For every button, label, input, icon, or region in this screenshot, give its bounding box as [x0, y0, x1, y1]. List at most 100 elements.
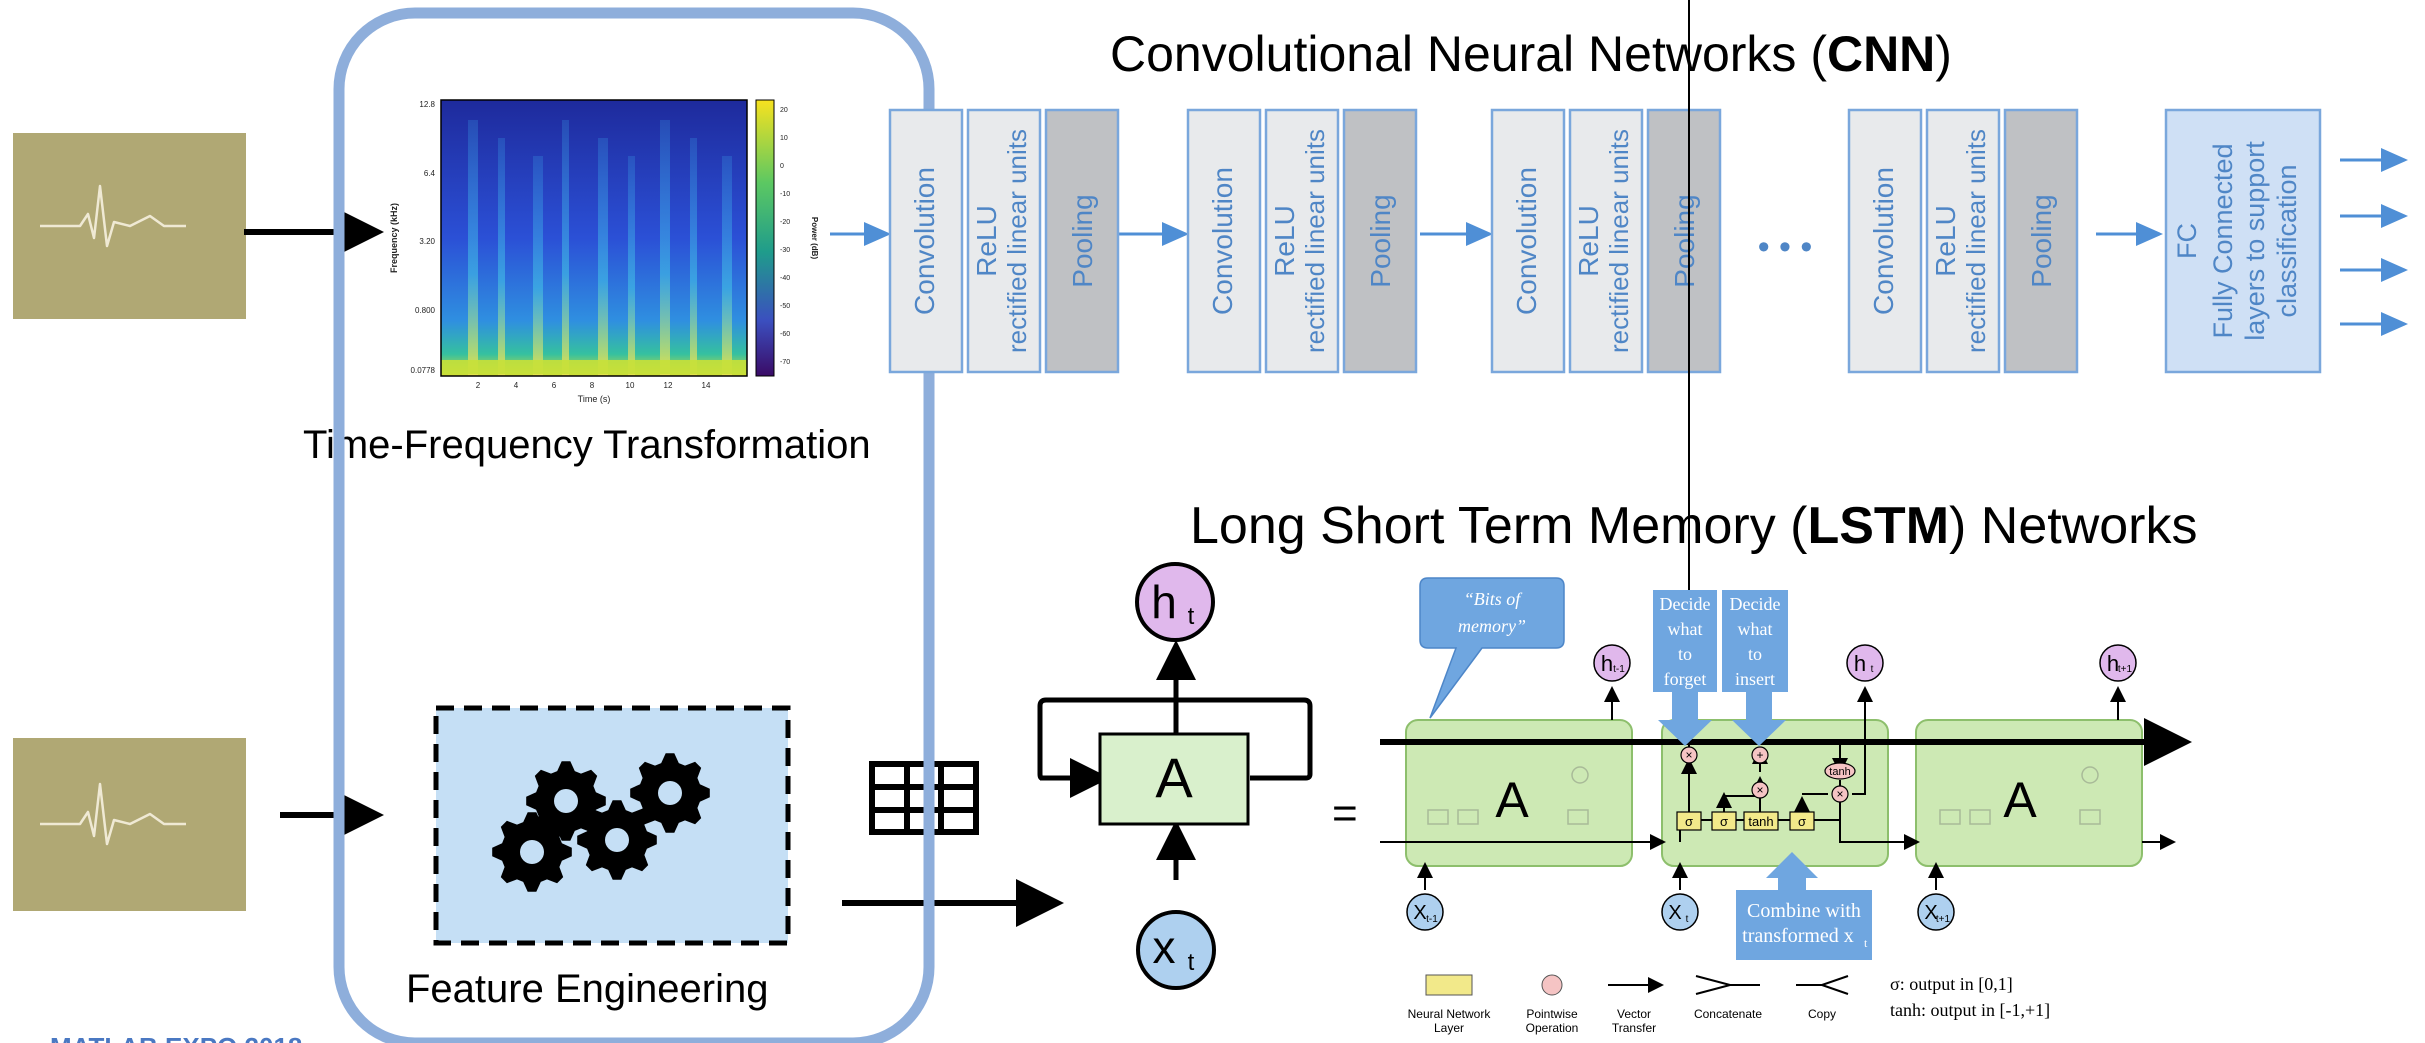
cnn-pooling-label: Pooling: [1067, 194, 1098, 287]
svg-text:to: to: [1678, 644, 1692, 664]
time-frequency-label: Time-Frequency Transformation: [303, 423, 871, 467]
legend-item-label: Copy: [1808, 1007, 1836, 1021]
cnn-conv-layer: [1847, 108, 1923, 374]
footer-fragment: MATLAB EXPO 2018: [50, 1032, 302, 1043]
svg-text:t: t: [1188, 603, 1195, 630]
svg-text:x: x: [1153, 921, 1176, 973]
spectrogram-xtick: 14: [702, 381, 711, 390]
spectrogram-ytick: 0.0778: [411, 366, 436, 375]
spectrogram-xtick: 4: [514, 381, 519, 390]
colorbar-tick: 10: [780, 135, 788, 142]
cnn-relu-layer: [1568, 108, 1644, 374]
cnn-relu-sublabel: rectified linear units: [1300, 129, 1330, 353]
svg-text:h: h: [2107, 651, 2119, 676]
cnn-fc-layer: [2164, 108, 2322, 374]
tanh-op-label: tanh: [1829, 766, 1850, 778]
legend-item-label: Pointwise: [1526, 1007, 1578, 1021]
pointwise-op-label: ×: [1836, 787, 1843, 801]
cnn-pooling-layer: [1646, 108, 1722, 374]
gear-hole: [554, 789, 578, 813]
cnn-relu-sublabel: rectified linear units: [1604, 129, 1634, 353]
spectrogram-ytick: 6.4: [424, 169, 436, 178]
spectrogram-xtick: 12: [664, 381, 673, 390]
svg-text:X: X: [1668, 902, 1681, 924]
cnn-conv-layer: [1186, 108, 1262, 374]
cnn-pooling-label: Pooling: [1365, 194, 1396, 287]
lstm-cell-prev-label: A: [1495, 772, 1529, 828]
svg-text:memory”: memory”: [1458, 616, 1526, 636]
lstm-gate-box: [1676, 811, 1702, 831]
colorbar-tick: -40: [780, 275, 790, 282]
cnn-fc-label: Fully Connected: [2208, 143, 2238, 338]
cnn-fc-label: FC: [2172, 223, 2202, 259]
spectrogram-burst: [660, 120, 670, 376]
svg-text:Combine with: Combine with: [1747, 900, 1861, 922]
lstm-gate-box: [1743, 811, 1779, 831]
lstm-gate-box: [1711, 811, 1737, 831]
colorbar-tick: -50: [780, 303, 790, 310]
legend-item-label: Layer: [1434, 1021, 1464, 1035]
cnn-relu-layer: [966, 108, 1042, 374]
lstm-unrolled-chain: A A: [1380, 0, 2192, 890]
callout-decide-forget: Decide what to forget: [1653, 590, 1717, 746]
lstm-title: Long Short Term Memory (LSTM) Networks: [1190, 497, 2198, 555]
feature-engineering-label: Feature Engineering: [406, 967, 768, 1011]
gears-icon: [492, 753, 710, 892]
highlight-frame: [333, 7, 935, 1043]
svg-text:what: what: [1738, 619, 1773, 639]
cnn-title: Convolutional Neural Networks (CNN): [1110, 26, 1952, 82]
x-main-node: x t: [1136, 910, 1216, 990]
lstm-gate-label: σ: [1798, 814, 1806, 829]
cnn-conv-label: Convolution: [909, 167, 940, 315]
cnn-relu-layer: [1925, 108, 2001, 374]
legend-item-label: Concatenate: [1694, 1007, 1762, 1021]
cnn-conv-layer: [888, 108, 964, 374]
legend-item-label: Operation: [1526, 1021, 1579, 1035]
colorbar-tick: -10: [780, 191, 790, 198]
h-next-node: ht+1: [2099, 644, 2137, 682]
cnn-relu-sublabel: rectified linear units: [1002, 129, 1032, 353]
colorbar-tick: -30: [780, 247, 790, 254]
pointwise-op-label: ×: [1756, 783, 1763, 797]
svg-text:to: to: [1748, 644, 1762, 664]
lstm-legend: Neural NetworkLayerPointwiseOperationVec…: [1408, 974, 2050, 1035]
spectrogram-burst: [498, 138, 505, 376]
cnn-relu-label: ReLU: [1269, 205, 1300, 277]
lstm-cell-prev: [1405, 719, 1633, 867]
lstm-cell-next-label: A: [2003, 772, 2037, 828]
cnn-pooling-layer: [1342, 108, 1418, 374]
spectrogram-burst: [562, 120, 569, 376]
pointwise-op: [1751, 746, 1769, 764]
svg-text:t: t: [1686, 914, 1689, 925]
colorbar-tick: -60: [780, 331, 790, 338]
colorbar-tick: 0: [780, 163, 784, 170]
cnn-conv-layer: [1490, 108, 1566, 374]
gear-hole: [658, 781, 682, 805]
svg-text:what: what: [1668, 619, 1703, 639]
spectrogram-xtick: 2: [476, 381, 481, 390]
svg-text:t+1: t+1: [1936, 914, 1951, 925]
lstm-rolled-cell-label: A: [1155, 746, 1193, 809]
lstm-rolled-cell: A: [1037, 640, 1313, 880]
pointwise-op: [1751, 781, 1769, 799]
callout-bits-of-memory: “Bits of memory”: [1419, 577, 1565, 719]
lstm-gate-label: σ: [1685, 814, 1693, 829]
h-main-node: h t: [1135, 562, 1215, 642]
lstm-gate-box: [1789, 811, 1815, 831]
svg-text:transformed x: transformed x: [1742, 925, 1854, 947]
svg-text:t: t: [1871, 664, 1874, 675]
spectrogram-cbar-label: Power (dB): [810, 217, 819, 260]
cnn-fc-label: classification: [2272, 164, 2302, 317]
spectrogram-burst: [533, 156, 543, 376]
callout-decide-insert: Decide what to insert: [1722, 590, 1788, 746]
svg-text:X: X: [1413, 902, 1426, 924]
spectrogram-burst: [628, 156, 635, 376]
cnn-ellipsis: • • •: [1758, 228, 1813, 266]
ecg-thumbnail-bottom: [13, 738, 246, 911]
spectrogram-burst: [598, 138, 608, 376]
